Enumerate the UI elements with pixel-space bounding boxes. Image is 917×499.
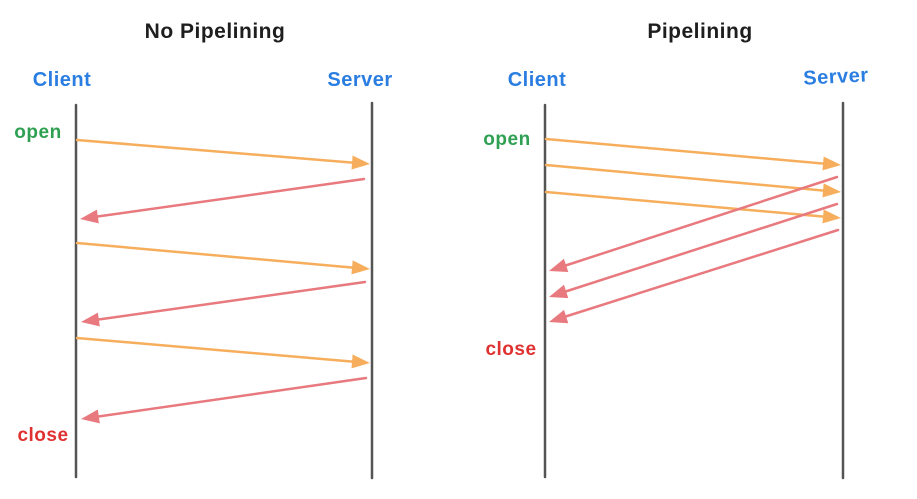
- close-label: close: [17, 425, 68, 446]
- request-arrow-line: [544, 190, 830, 219]
- response-arrow: [549, 202, 839, 299]
- response-arrowhead-icon: [549, 309, 569, 324]
- request-arrow: [75, 241, 370, 275]
- request-arrowhead-icon: [822, 156, 841, 171]
- response-arrowhead-icon: [549, 284, 569, 299]
- request-arrow-line: [75, 241, 359, 270]
- response-arrow: [80, 177, 366, 224]
- no-pipelining-panel: No Pipelining Client Server open close: [14, 20, 392, 480]
- response-arrow-line: [92, 177, 366, 219]
- response-arrow-line: [559, 202, 839, 295]
- request-arrowhead-icon: [351, 260, 370, 275]
- response-arrowhead-icon: [81, 409, 100, 424]
- server-label: Server: [803, 64, 869, 89]
- response-arrow-line: [559, 228, 840, 320]
- request-arrow: [75, 138, 370, 170]
- response-arrow-line: [559, 175, 839, 269]
- response-arrow: [81, 376, 368, 424]
- client-label: Client: [508, 69, 567, 91]
- request-arrowhead-icon: [822, 209, 841, 224]
- response-arrow-line: [93, 280, 367, 322]
- request-arrow-line: [75, 138, 359, 165]
- response-arrow: [549, 175, 839, 273]
- request-arrow: [544, 163, 841, 198]
- response-arrowhead-icon: [81, 312, 100, 327]
- request-arrow: [75, 336, 370, 369]
- no-pipelining-title: No Pipelining: [145, 20, 286, 43]
- response-arrowhead-icon: [80, 209, 99, 224]
- response-arrow: [549, 228, 840, 324]
- open-label: open: [483, 129, 530, 150]
- request-arrow-line: [544, 137, 830, 166]
- response-arrow: [81, 280, 367, 327]
- pipelining-title: Pipelining: [647, 20, 752, 43]
- pipelining-panel: Pipelining Client Server open close: [483, 20, 869, 480]
- response-arrowhead-icon: [549, 258, 569, 273]
- response-arrow-line: [93, 376, 368, 419]
- request-arrow: [544, 190, 841, 224]
- request-arrowhead-icon: [351, 354, 370, 369]
- server-label: Server: [327, 69, 392, 91]
- client-label: Client: [33, 69, 92, 91]
- request-arrowhead-icon: [351, 155, 370, 170]
- close-label: close: [485, 339, 536, 360]
- request-arrow-line: [544, 163, 830, 193]
- request-arrowhead-icon: [822, 183, 841, 198]
- request-arrow: [544, 137, 841, 171]
- open-label: open: [14, 122, 61, 143]
- request-arrow-line: [75, 336, 359, 364]
